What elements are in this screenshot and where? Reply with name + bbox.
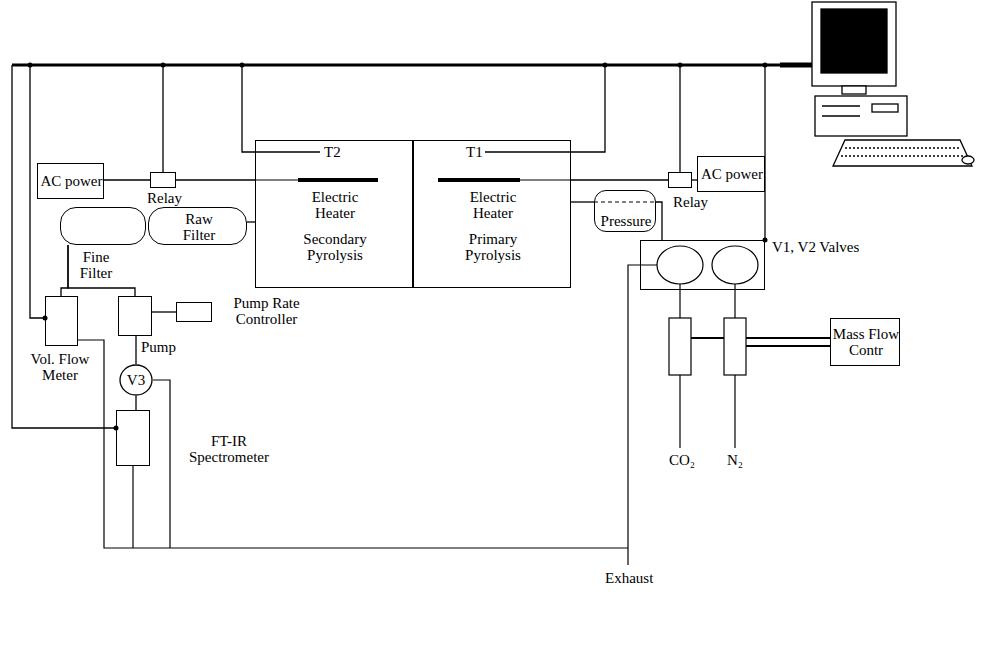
valve-ellipse <box>120 365 152 395</box>
relay-box: Relay <box>150 172 176 188</box>
power-supply-box: AC power <box>37 163 104 199</box>
node-label: Electric Heater <box>290 189 380 221</box>
outlet-label: Exhaust <box>604 570 654 586</box>
power-supply-box: AC power <box>697 156 765 192</box>
relay-box: Relay <box>668 172 692 188</box>
junction-dots <box>28 63 768 431</box>
pipe-connector <box>135 336 136 364</box>
filter-box: Fine Filter <box>60 207 146 245</box>
pipe-connector <box>571 201 594 202</box>
node-label: Pump Rate Controller <box>219 295 314 327</box>
controller-box: Pump Rate Controller <box>176 302 212 322</box>
signal-wires <box>12 65 814 428</box>
spectrometer-box: FT-IR Spectrometer <box>116 410 150 466</box>
pipe-connector <box>571 179 668 180</box>
node-label: FT-IR Spectrometer <box>179 433 279 465</box>
node-label: Mass Flow Contr <box>831 326 901 358</box>
node-label: Pressure <box>595 213 657 229</box>
pipe-connector <box>61 245 68 296</box>
node-label: Raw Filter <box>178 211 220 243</box>
node-label: Fine Filter <box>75 249 117 281</box>
pyrolysis-zone: T1Electric HeaterPrimary Pyrolysis <box>413 140 571 288</box>
valve-box: V1, V2 Valves <box>640 240 765 290</box>
pipe-connector <box>247 221 255 222</box>
node-label: AC power <box>38 173 105 189</box>
gas-lines <box>78 180 830 565</box>
gas-label: CO₂ <box>668 452 696 468</box>
node-label: V1, V2 Valves <box>772 239 859 255</box>
node-label: Relay <box>673 194 708 210</box>
pipe-connector <box>135 396 136 410</box>
heater-bars <box>298 178 520 182</box>
node-label: Electric Heater <box>448 189 538 221</box>
node-label: Vol. Flow Meter <box>24 351 96 383</box>
node-label: AC power <box>698 166 766 182</box>
pressure-sensor: Pressure <box>594 190 656 232</box>
sensor-label: T2 <box>324 144 341 160</box>
pipe-connector <box>68 245 135 296</box>
pipe-connector <box>104 179 150 180</box>
node-label: Primary Pyrolysis <box>448 231 538 263</box>
computer-icon <box>812 2 974 166</box>
sensor-label: T1 <box>466 144 483 160</box>
node-label: Relay <box>147 190 182 206</box>
gas-label: N₂ <box>726 452 744 468</box>
pyrolysis-zone: T2Electric HeaterSecondary Pyrolysis <box>255 140 413 288</box>
flow-meter-box: Vol. Flow Meter <box>45 296 78 346</box>
controller-box: Mass Flow Contr <box>830 318 900 366</box>
pipe-connector <box>176 179 255 180</box>
pipe-connector <box>152 311 176 312</box>
node-label: V3 <box>119 372 153 388</box>
node-label: Pump <box>141 339 176 355</box>
pump-box: Pump <box>118 296 152 336</box>
valve-circle: V3 <box>119 364 153 396</box>
node-label: Secondary Pyrolysis <box>290 231 380 263</box>
pipe-connector <box>656 202 662 240</box>
filter-box: Raw Filter <box>148 207 247 245</box>
